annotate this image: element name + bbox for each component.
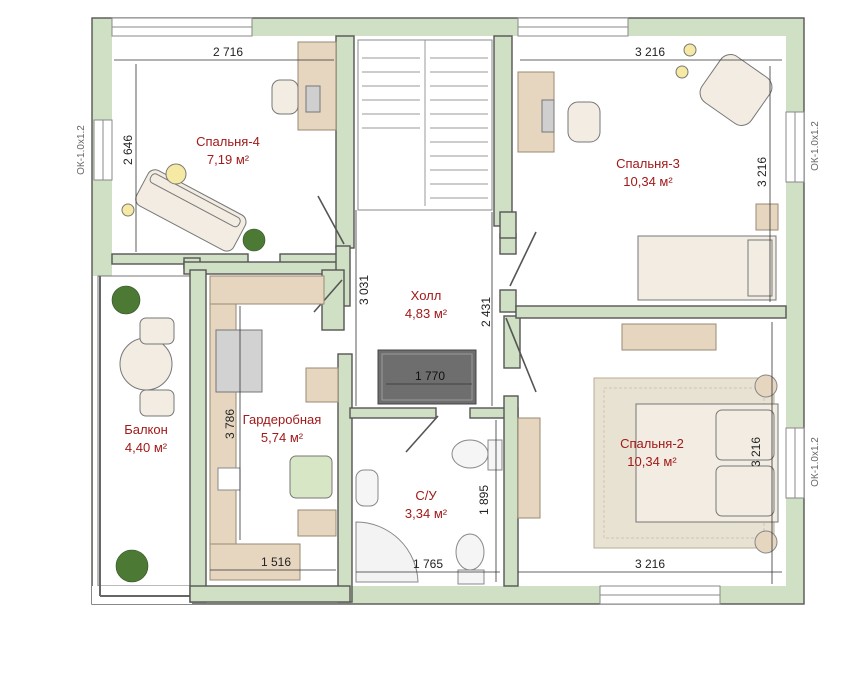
room-area-hall: 4,83 м² xyxy=(405,306,448,321)
room-name-bathroom: С/У xyxy=(415,488,437,503)
dim-bathroom-width: 1 765 xyxy=(413,557,443,571)
dim-bedroom3-depth: 3 216 xyxy=(755,157,769,187)
room-name-bedroom2: Спальня-2 xyxy=(620,436,684,451)
dim-bedroom2-width: 3 216 xyxy=(635,557,665,571)
room-name-wardrobe: Гардеробная xyxy=(243,412,322,427)
dim-wardrobe-depth: 3 786 xyxy=(223,409,237,439)
plant-icon xyxy=(242,228,266,252)
window-label-right-top: ОК-1.0х1.2 xyxy=(810,121,821,171)
room-name-bedroom3: Спальня-3 xyxy=(616,156,680,171)
room-area-bedroom2: 10,34 м² xyxy=(627,454,677,469)
hall-furniture xyxy=(305,349,477,405)
dim-bedroom3-width: 3 216 xyxy=(635,45,665,59)
room-area-balcony: 4,40 м² xyxy=(125,440,168,455)
doors xyxy=(313,195,537,453)
balcony-area xyxy=(92,275,192,604)
room-area-bedroom3: 10,34 м² xyxy=(623,174,673,189)
dim-bedroom4-width: 2 716 xyxy=(213,45,243,59)
dim-hall-right: 2 431 xyxy=(479,297,493,327)
plant-icon xyxy=(111,285,141,315)
dim-hall-left: 3 031 xyxy=(357,275,371,305)
room-name-balcony: Балкон xyxy=(124,422,168,437)
room-area-bathroom: 3,34 м² xyxy=(405,506,448,521)
dim-bathroom-depth: 1 895 xyxy=(477,485,491,515)
room-area-bedroom4: 7,19 м² xyxy=(207,152,250,167)
window-label-left: ОК-1.0х1.2 xyxy=(76,125,87,175)
bathroom-furniture xyxy=(355,439,503,585)
bedroom4-furniture xyxy=(121,41,337,252)
dim-wardrobe-width: 1 516 xyxy=(261,555,291,569)
plant-icon xyxy=(115,549,149,583)
room-area-wardrobe: 5,74 м² xyxy=(261,430,304,445)
dim-bedroom4-depth: 2 646 xyxy=(121,135,135,165)
windows xyxy=(93,17,805,605)
room-name-bedroom4: Спальня-4 xyxy=(196,134,260,149)
bedroom2-furniture xyxy=(517,323,779,554)
window-label-right-bottom: ОК-1.0х1.2 xyxy=(810,437,821,487)
room-name-hall: Холл xyxy=(411,288,442,303)
staircase xyxy=(357,39,493,211)
dim-bedroom2-depth: 3 216 xyxy=(749,437,763,467)
dim-hall-rug: 1 770 xyxy=(415,369,445,383)
wardrobe-furniture xyxy=(209,275,337,581)
balcony-furniture xyxy=(111,285,175,583)
interior-walls xyxy=(111,35,787,603)
dimension-lines xyxy=(114,59,782,584)
bedroom3-furniture xyxy=(517,43,779,301)
